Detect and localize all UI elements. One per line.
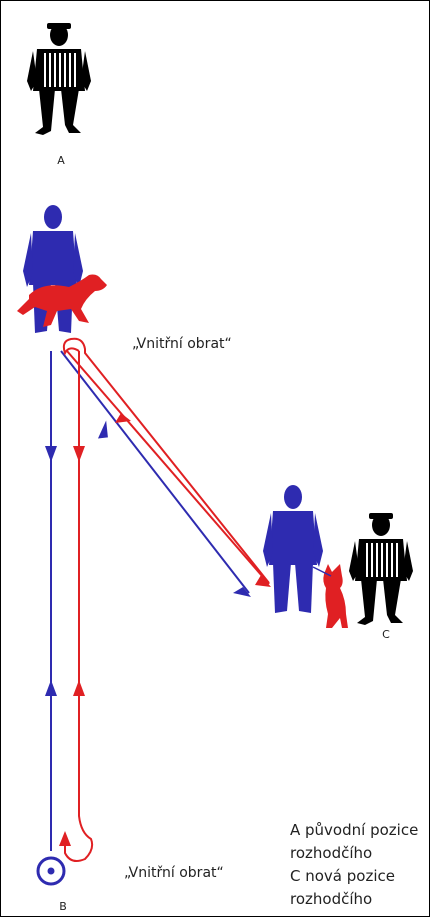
label-position-a: A [57, 154, 65, 167]
handler-c-figure [263, 485, 323, 613]
arrow-head-icon [45, 446, 57, 462]
arrow-head-icon [59, 831, 71, 846]
legend-line-3: C nová pozice [290, 867, 395, 885]
legend-line-4: rozhodčího [290, 890, 372, 908]
arrow-head-icon [97, 420, 108, 439]
dog-path [62, 337, 270, 862]
arrow-head-icon [115, 413, 131, 423]
handler-path [50, 350, 250, 851]
handler-arrows [45, 420, 251, 696]
arrow-head-icon [73, 446, 85, 462]
judge-c-figure [348, 512, 414, 626]
legend-line-1: A původní pozice [290, 821, 418, 839]
legend: A původní pozice rozhodčího C nová pozic… [290, 821, 418, 908]
arrow-head-icon [255, 575, 271, 587]
arrow-head-icon [233, 587, 251, 597]
label-turn-bottom: „Vnitřní obrat“ [124, 865, 224, 881]
dog-arrows [59, 413, 271, 846]
label-position-c: C [382, 628, 390, 641]
start-circle-icon [36, 856, 66, 886]
arrow-head-icon [45, 680, 57, 696]
legend-line-2: rozhodčího [290, 844, 372, 862]
label-turn-top: „Vnitřní obrat“ [132, 336, 232, 352]
leash [312, 566, 332, 577]
arrow-head-icon [73, 680, 85, 696]
label-position-b: B [59, 900, 67, 913]
judge-a-figure [26, 22, 92, 136]
